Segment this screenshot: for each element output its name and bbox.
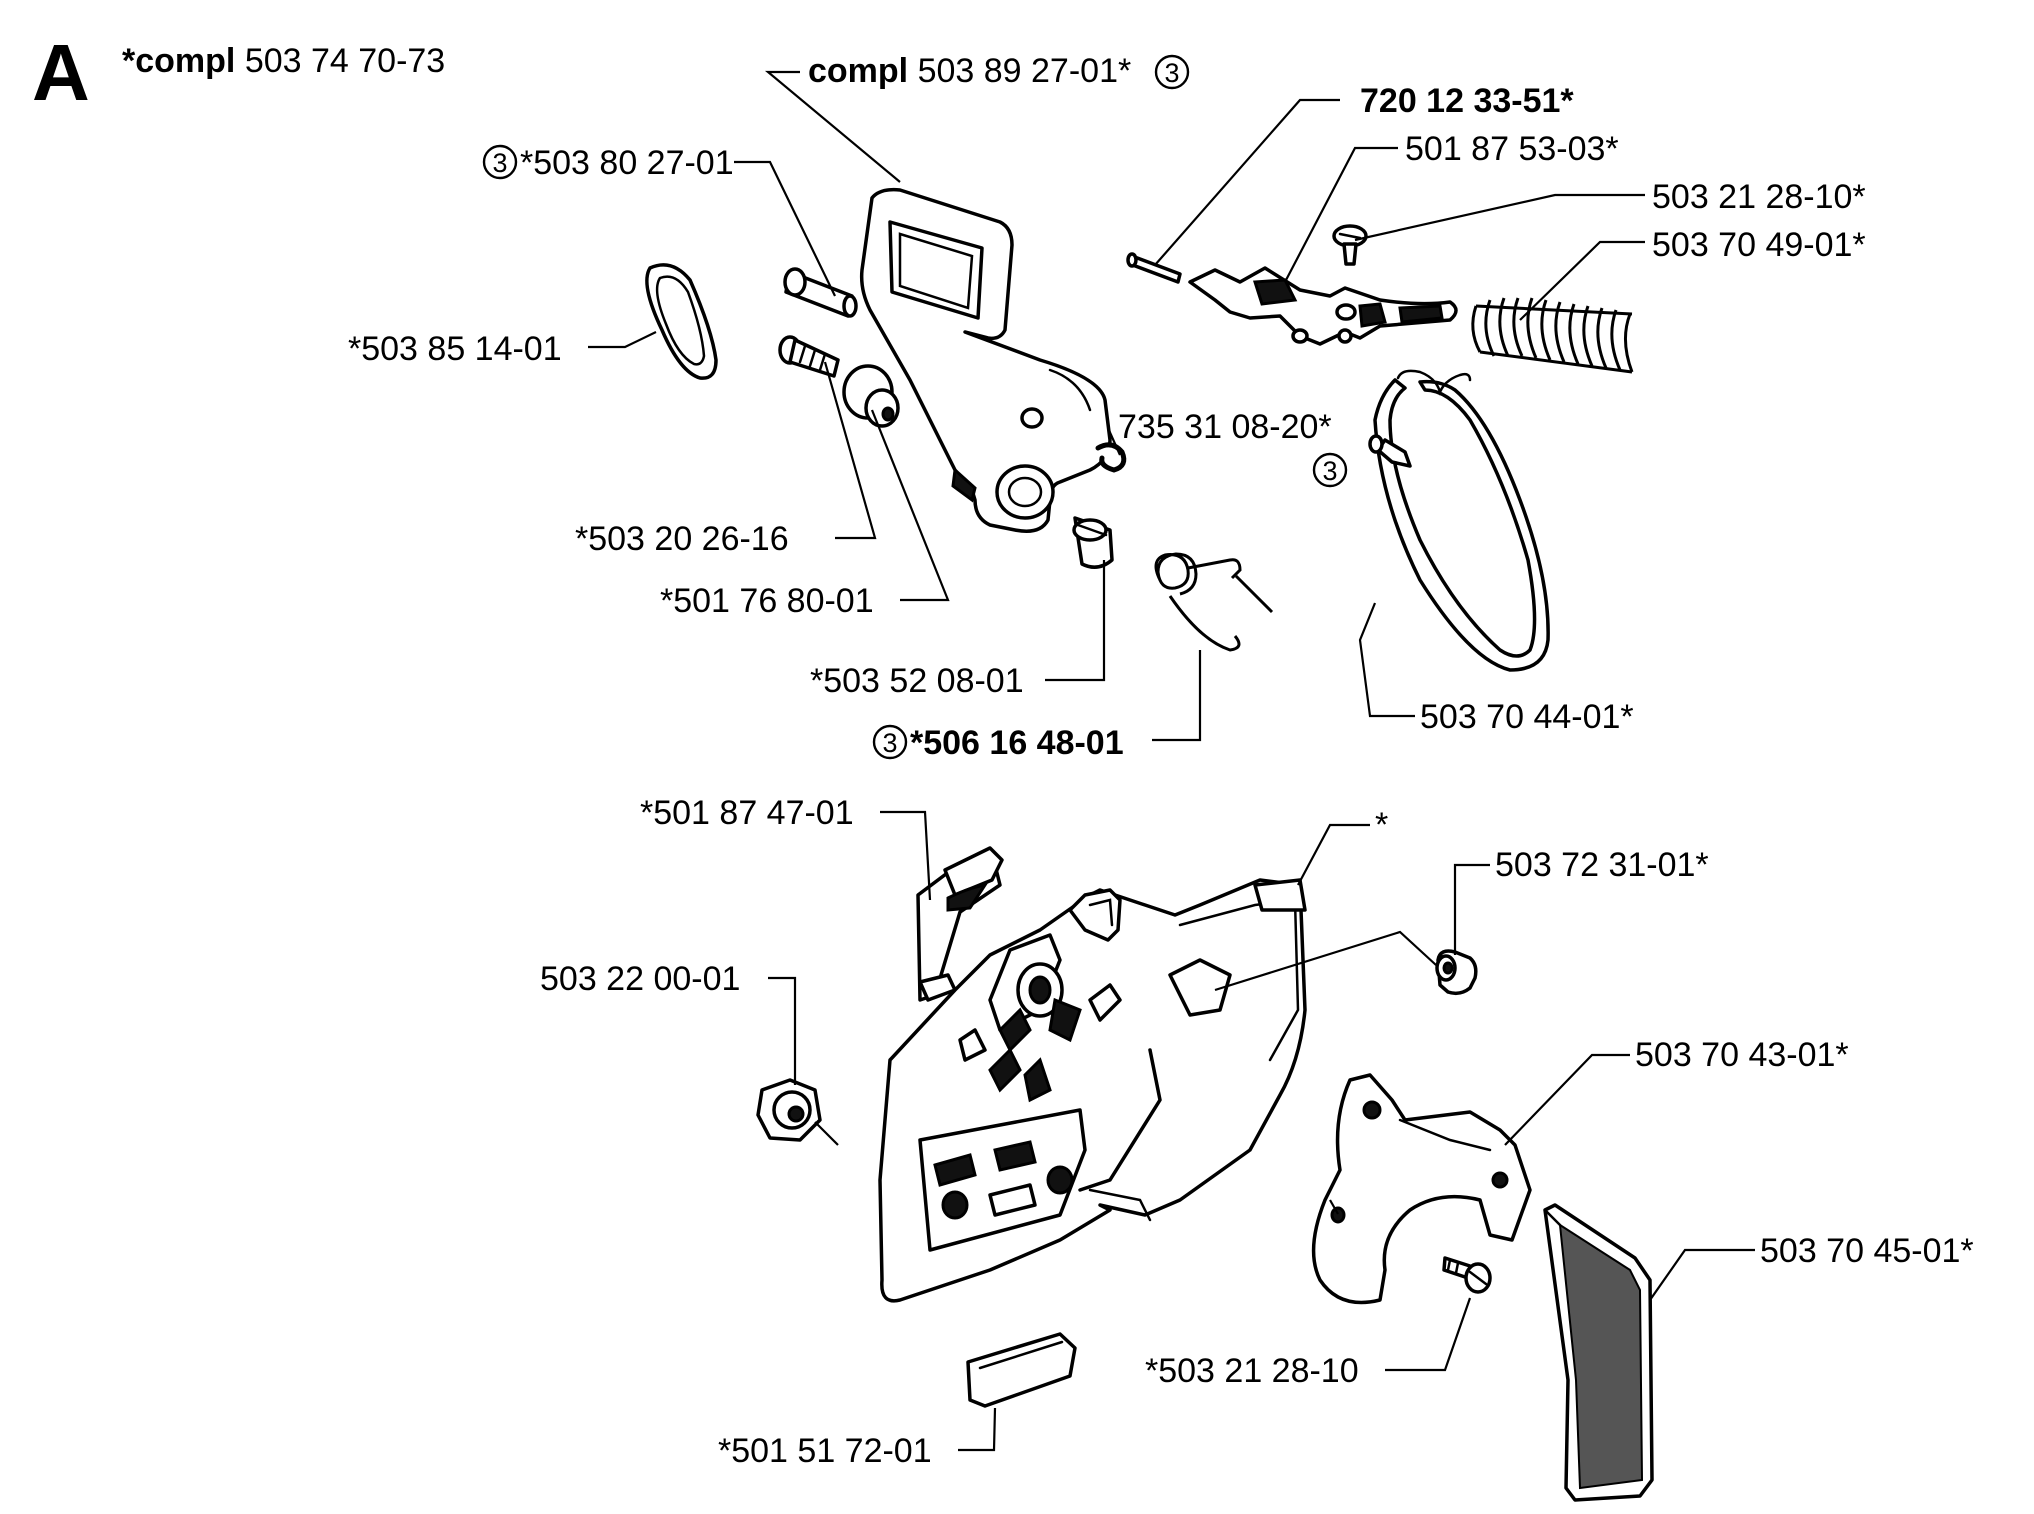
shoulder-bolt xyxy=(1072,516,1114,569)
coil-spring xyxy=(1471,297,1634,374)
label-503-70-44-01: 503 70 44-01* xyxy=(1420,698,1634,736)
spring-clip xyxy=(916,846,1004,1002)
brake-band xyxy=(1368,369,1550,672)
guard-compl-number: 503 89 27-01* xyxy=(918,52,1132,90)
circle-marker-circlip-text: 3 xyxy=(1322,456,1337,486)
label-503-20-26-16: *503 20 26-16 xyxy=(575,520,789,558)
circle-marker-spring-text: 3 xyxy=(882,728,897,758)
clutch-cover-housing xyxy=(878,878,1307,1303)
pin-720-12-33-51 xyxy=(1126,252,1182,284)
chain-brake-guard xyxy=(859,187,1112,533)
label-503-70-45-01: 503 70 45-01* xyxy=(1760,1232,1974,1270)
cap-nut xyxy=(1435,949,1478,996)
label-503-21-28-10-top: 503 21 28-10* xyxy=(1652,178,1866,216)
kit-number: 503 74 70-73 xyxy=(245,42,445,80)
screw-small-bottom xyxy=(1442,1256,1492,1294)
circle-marker-pin-text: 3 xyxy=(492,148,507,178)
label-housing-star: * xyxy=(1375,806,1388,844)
label-guard-compl: compl 503 89 27-01* xyxy=(808,52,1131,90)
torsion-spring xyxy=(1154,552,1274,652)
circle-marker-circlip: 3 xyxy=(1312,452,1348,488)
guard-pivot-pin xyxy=(783,267,858,318)
leader-lines xyxy=(588,70,1755,1452)
guard-compl-word: compl xyxy=(808,52,908,90)
label-503-70-49-01: 503 70 49-01* xyxy=(1652,226,1866,264)
label-501-87-53-03: 501 87 53-03* xyxy=(1405,130,1619,168)
dark-cover-panel xyxy=(1543,1203,1654,1502)
guard-compl-space xyxy=(908,52,917,90)
cover-plate xyxy=(1311,1073,1532,1305)
label-503-22-00-01: 503 22 00-01 xyxy=(540,960,740,998)
circle-marker-guard: 3 xyxy=(1154,54,1190,90)
label-503-80-27-01: *503 80 27-01 xyxy=(520,144,734,182)
circle-marker-pin: 3 xyxy=(482,144,518,180)
circle-marker-spring: 3 xyxy=(872,724,908,760)
circle-marker-guard-text: 3 xyxy=(1164,58,1179,88)
label-503-70-43-01: 503 70 43-01* xyxy=(1635,1036,1849,1074)
label-503-72-31-01: 503 72 31-01* xyxy=(1495,846,1709,884)
label-735-31-08-20: 735 31 08-20* xyxy=(1118,408,1332,446)
kit-star: * xyxy=(122,42,136,80)
small-insert xyxy=(966,1332,1077,1408)
label-501-87-47-01: *501 87 47-01 xyxy=(640,794,854,832)
label-501-76-80-01: *501 76 80-01 xyxy=(660,582,874,620)
rubber-ring xyxy=(645,263,718,380)
screw-503-20-26-16 xyxy=(778,335,840,378)
label-503-85-14-01: *503 85 14-01 xyxy=(348,330,562,368)
label-501-51-72-01: *501 51 72-01 xyxy=(718,1432,932,1470)
section-letter: A xyxy=(32,28,90,117)
kit-label: *compl 503 74 70-73 xyxy=(122,42,445,80)
circlip xyxy=(1095,442,1127,473)
screw-small-top xyxy=(1332,224,1368,266)
label-503-52-08-01: *503 52 08-01 xyxy=(810,662,1024,700)
flange-nut xyxy=(756,1078,822,1142)
brake-lever xyxy=(1188,266,1458,346)
label-720-12-33-51: 720 12 33-51* xyxy=(1360,82,1574,120)
kit-space xyxy=(235,42,244,80)
kit-word: compl xyxy=(135,42,235,80)
label-503-21-28-10-bottom: *503 21 28-10 xyxy=(1145,1352,1359,1390)
label-506-16-48-01: *506 16 48-01 xyxy=(910,724,1124,762)
bushing-501-76-80-01 xyxy=(842,364,900,428)
